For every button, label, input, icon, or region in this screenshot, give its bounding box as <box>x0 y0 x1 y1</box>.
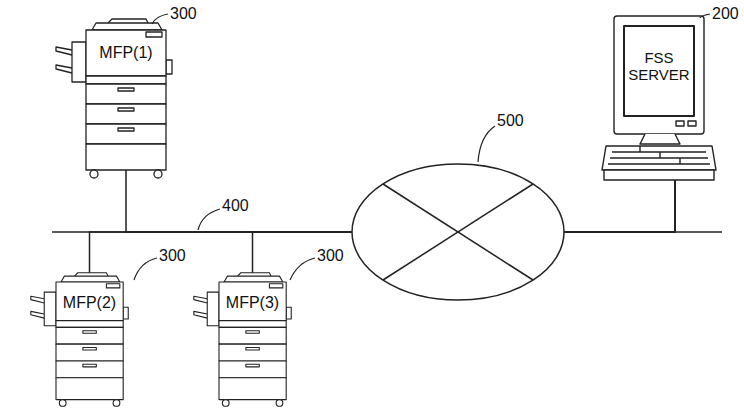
network-cloud <box>352 164 564 300</box>
node-label: FSS SERVER <box>624 49 694 84</box>
callout-number: 300 <box>170 5 197 23</box>
callout-number: 300 <box>317 247 344 265</box>
node-label: MFP(3) <box>219 294 286 312</box>
server-computer <box>602 16 716 180</box>
mfp-illustration <box>56 19 172 178</box>
callout-number: 300 <box>159 247 186 265</box>
node-label: MFP(2) <box>56 294 123 312</box>
node-label: MFP(1) <box>86 44 166 62</box>
mfp-illustration <box>194 273 291 407</box>
server-box: FSS SERVER <box>604 15 714 180</box>
callout-number: 400 <box>222 197 249 215</box>
callout-number: 200 <box>712 5 739 23</box>
mfp-illustration <box>31 273 128 407</box>
mfp-box: MFP(3) <box>219 282 286 400</box>
leader-lines <box>134 14 710 280</box>
callout-number: 500 <box>497 112 524 130</box>
mfp-box: MFP(2) <box>56 282 123 400</box>
mfp-box: MFP(1) <box>86 30 166 170</box>
